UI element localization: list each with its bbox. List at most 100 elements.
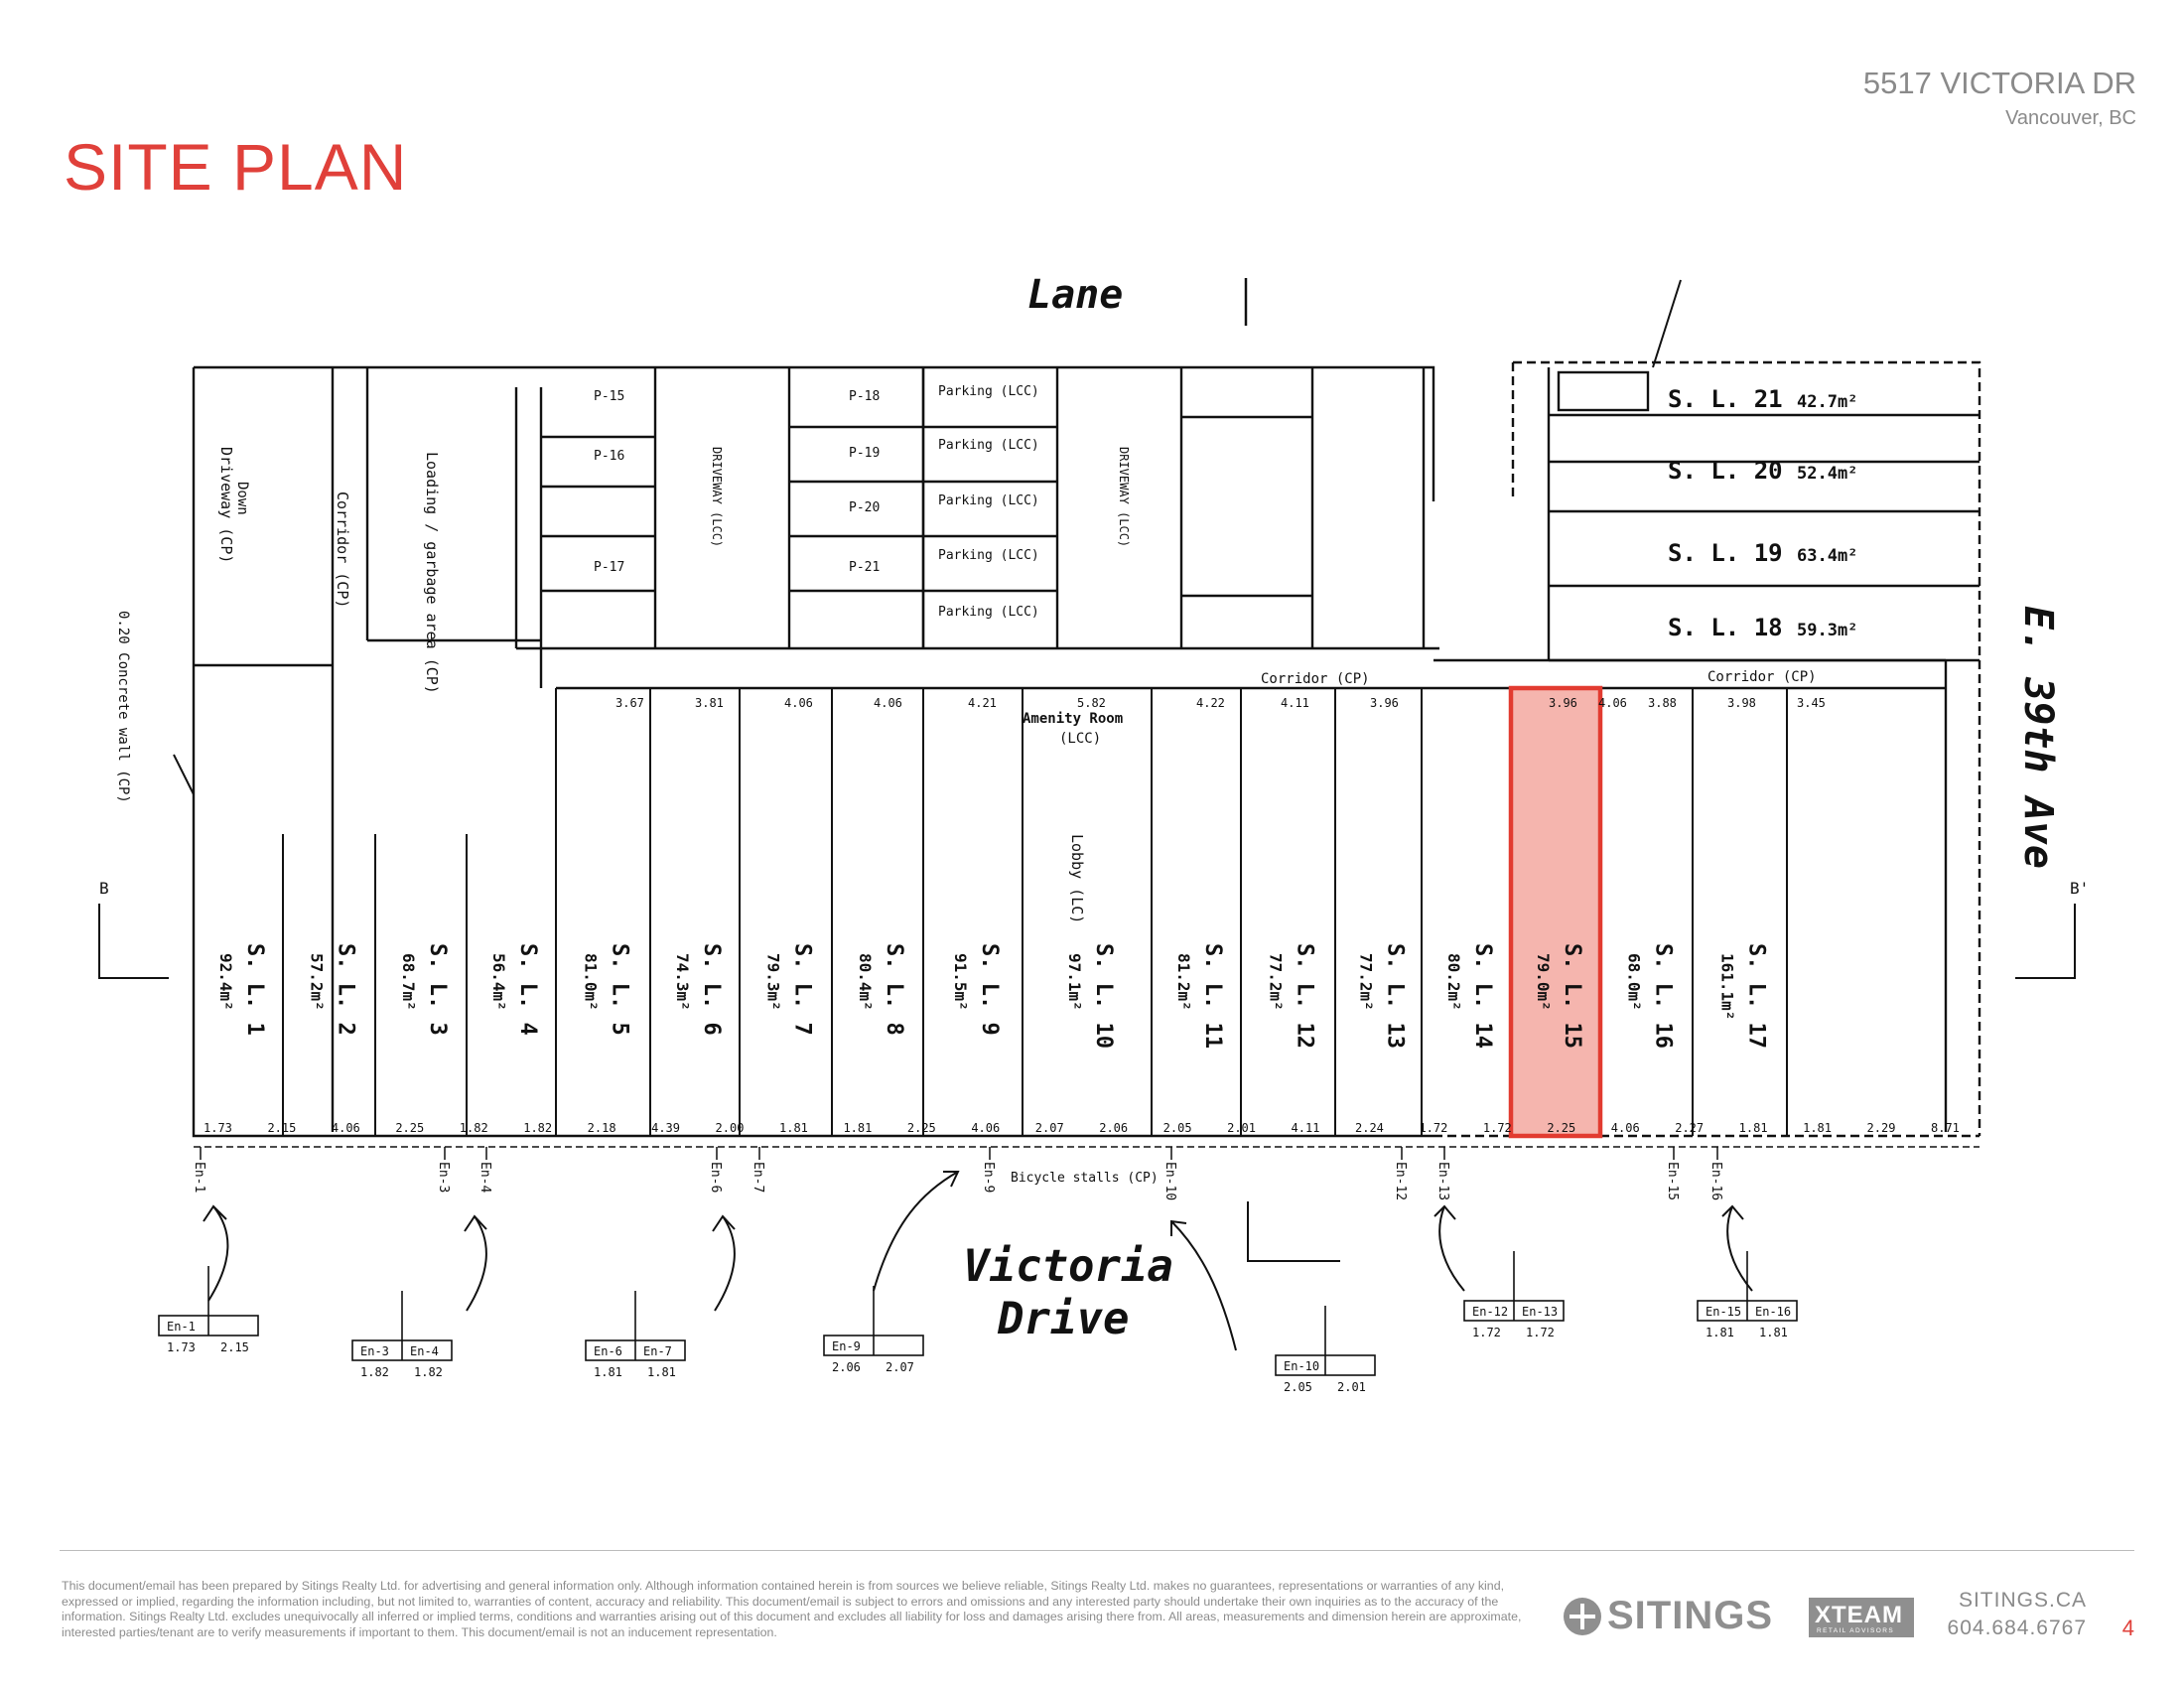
bottom-width-20: 1.72: [1419, 1121, 1447, 1135]
website-link[interactable]: SITINGS.CA: [1958, 1589, 2087, 1612]
driveway-lcc-right: DRIVEWAY (LCC): [1117, 447, 1131, 547]
upper-lot-label-2: S. L. 20: [1668, 457, 1783, 485]
entry-label-4: En-6: [708, 1162, 723, 1193]
upper-lot-area-3: 63.4m²: [1797, 546, 1857, 566]
detail-left-width-7: 1.81: [1706, 1326, 1734, 1339]
parking-stall-1: P-15: [594, 389, 624, 404]
bottom-width-16: 2.05: [1163, 1121, 1192, 1135]
detail-right-width-1: 2.15: [220, 1340, 249, 1354]
entry-label-8: En-12: [1393, 1162, 1408, 1200]
xteam-subtitle: RETAIL ADVISORS: [1817, 1627, 1895, 1634]
entry-label-6: En-9: [981, 1162, 996, 1193]
sitings-logo[interactable]: SITINGS: [1564, 1594, 1773, 1638]
footer-divider: [60, 1550, 2134, 1551]
top-width-10: 3.96: [1549, 696, 1577, 710]
bottom-width-1: 1.73: [204, 1121, 232, 1135]
lot-label-4: S. L. 4: [515, 943, 540, 1036]
top-width-13: 3.98: [1727, 696, 1756, 710]
loading-label: Loading / garbage area (CP): [423, 452, 441, 694]
parking-stall-6: P-20: [849, 500, 880, 515]
section-b-left: B: [99, 879, 109, 898]
bicycle-stalls-label: Bicycle stalls (CP): [1011, 1171, 1159, 1186]
parking-lcc-2: Parking (LCC): [938, 438, 1039, 453]
bottom-width-12: 2.25: [907, 1121, 936, 1135]
lobby-label: Lobby (LC): [1068, 834, 1086, 923]
top-width-7: 4.22: [1196, 696, 1225, 710]
phone-number[interactable]: 604.684.6767: [1947, 1617, 2087, 1639]
lot-area-1: 92.4m²: [216, 953, 235, 1011]
lot-label-3: S. L. 3: [425, 943, 450, 1036]
detail-right-width-5: 2.01: [1337, 1380, 1366, 1394]
lot-label-11: S. L. 11: [1200, 943, 1225, 1049]
lot-area-17: 161.1m²: [1718, 953, 1737, 1020]
bottom-width-24: 2.27: [1675, 1121, 1704, 1135]
bottom-width-21: 1.72: [1483, 1121, 1512, 1135]
lot-area-9: 91.5m²: [951, 953, 970, 1011]
xteam-logo[interactable]: XTEAM RETAIL ADVISORS: [1809, 1598, 1914, 1637]
page-number: 4: [2121, 1616, 2134, 1640]
entry-label-9: En-13: [1435, 1162, 1450, 1200]
top-width-11: 4.06: [1598, 696, 1627, 710]
detail-left-width-1: 1.73: [167, 1340, 196, 1354]
bottom-width-11: 1.81: [843, 1121, 872, 1135]
top-width-14: 3.45: [1797, 696, 1826, 710]
down-label: Down: [234, 482, 250, 515]
lot-label-14: S. L. 14: [1470, 943, 1495, 1049]
upper-lot-label-4: S. L. 18: [1668, 614, 1783, 641]
parking-stall-7: P-21: [849, 560, 880, 575]
bottom-width-10: 1.81: [779, 1121, 808, 1135]
bottom-width-15: 2.06: [1099, 1121, 1128, 1135]
section-b-right: B': [2070, 879, 2089, 898]
lot-area-4: 56.4m²: [489, 953, 508, 1011]
bottom-width-25: 1.81: [1739, 1121, 1768, 1135]
amenity-room-label: Amenity Room: [1023, 711, 1123, 727]
parking-stall-2: P-16: [594, 449, 624, 464]
detail-right-entry-3: En-7: [643, 1344, 672, 1358]
upper-lot-area-1: 42.7m²: [1797, 392, 1857, 412]
bottom-width-9: 2.00: [716, 1121, 745, 1135]
detail-left-width-3: 1.81: [594, 1365, 622, 1379]
disclaimer-text: This document/email has been prepared by…: [62, 1579, 1522, 1639]
detail-left-width-2: 1.82: [360, 1365, 389, 1379]
lot-area-13: 77.2m²: [1357, 953, 1376, 1011]
top-width-3: 4.06: [784, 696, 813, 710]
detail-right-entry-2: En-4: [410, 1344, 439, 1358]
lot-area-8: 80.4m²: [856, 953, 875, 1011]
parking-lcc-5: Parking (LCC): [938, 605, 1039, 620]
lot-label-10: S. L. 10: [1091, 943, 1116, 1049]
lot-label-17: S. L. 17: [1744, 943, 1769, 1049]
top-width-6: 5.82: [1077, 696, 1106, 710]
detail-right-width-7: 1.81: [1759, 1326, 1788, 1339]
lot-area-15: 79.0m²: [1534, 953, 1553, 1011]
bottom-width-14: 2.07: [1035, 1121, 1064, 1135]
bottom-width-23: 4.06: [1611, 1121, 1640, 1135]
highlighted-lot-14[interactable]: [1508, 685, 1603, 1139]
lot-area-10: 97.1m²: [1065, 953, 1084, 1011]
entry-label-7: En-10: [1162, 1162, 1177, 1200]
bottom-width-28: 8.71: [1931, 1121, 1960, 1135]
lot-area-11: 81.2m²: [1174, 953, 1193, 1011]
parking-stall-4: P-18: [849, 389, 880, 404]
upper-lot-area-2: 52.4m²: [1797, 464, 1857, 484]
top-width-4: 4.06: [874, 696, 902, 710]
parking-lcc-3: Parking (LCC): [938, 493, 1039, 508]
lot-label-2: S. L. 2: [334, 943, 358, 1036]
detail-right-width-2: 1.82: [414, 1365, 443, 1379]
detail-left-width-6: 1.72: [1472, 1326, 1501, 1339]
entry-label-11: En-16: [1708, 1162, 1723, 1200]
bottom-width-5: 1.82: [460, 1121, 488, 1135]
corridor-vertical-label: Corridor (CP): [334, 492, 351, 608]
detail-left-width-5: 2.05: [1284, 1380, 1312, 1394]
lot-label-8: S. L. 8: [882, 943, 906, 1036]
parking-lcc-1: Parking (LCC): [938, 384, 1039, 399]
page-title: SITE PLAN: [64, 130, 408, 204]
driveway-cp-label: Driveway (CP): [217, 447, 235, 563]
address-street: 5517 VICTORIA DR: [1862, 66, 2136, 100]
bottom-width-17: 2.01: [1227, 1121, 1256, 1135]
bottom-width-7: 2.18: [588, 1121, 616, 1135]
bottom-width-19: 2.24: [1355, 1121, 1384, 1135]
